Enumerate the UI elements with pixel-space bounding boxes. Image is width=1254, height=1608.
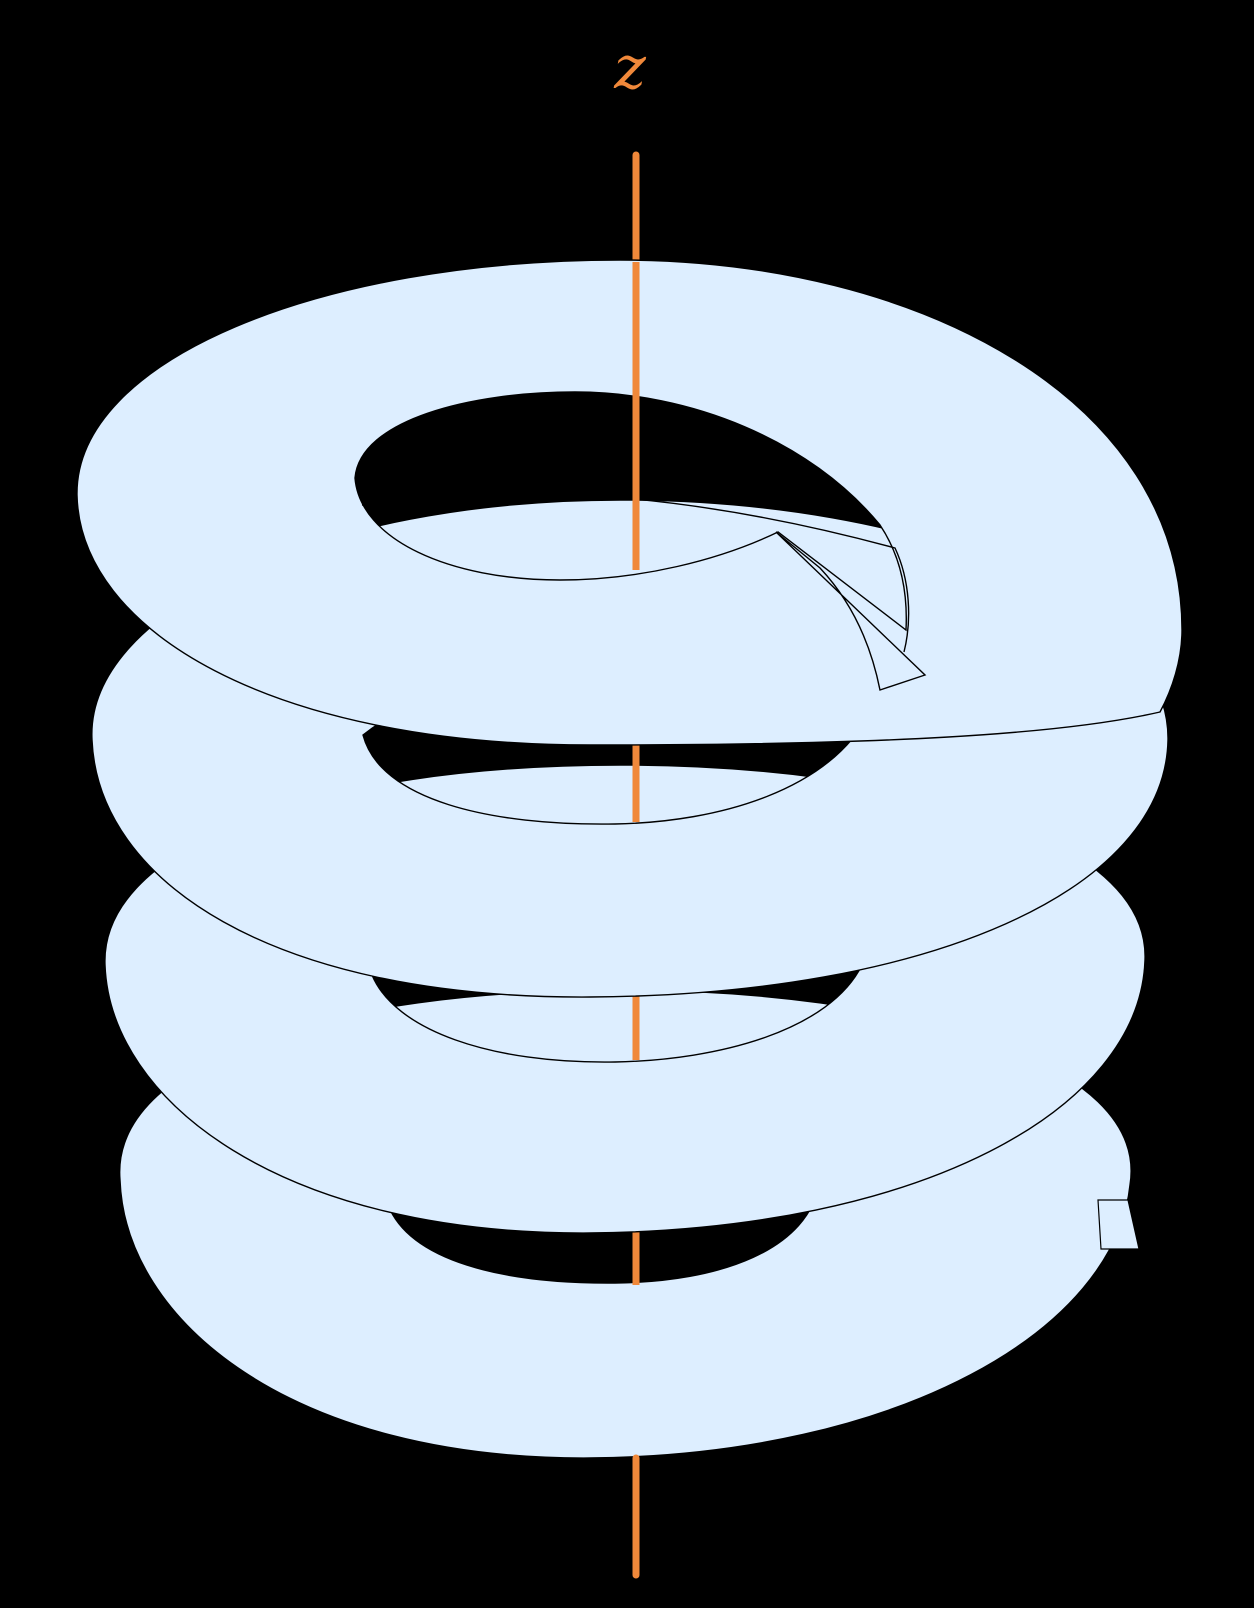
helicoid-inner-edge: [361, 492, 910, 653]
helicoid-turn-1: [76, 259, 1183, 746]
helicoid-ribbon-end-1: [775, 531, 927, 691]
helicoid-ribbon-1: [76, 259, 1183, 746]
z-axis-label: z: [613, 33, 646, 103]
helicoid-ribbon-end-4: [1097, 1199, 1140, 1250]
